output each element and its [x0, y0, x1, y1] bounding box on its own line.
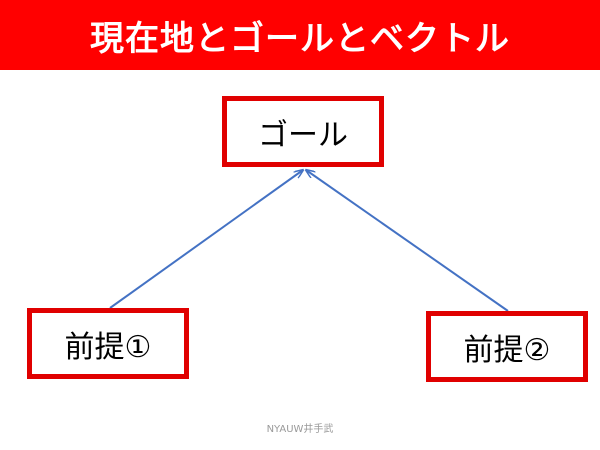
title-bar: 現在地とゴールとベクトル — [0, 0, 600, 70]
footer-credit: NYAUW井手武 — [266, 424, 334, 435]
slide-title: 現在地とゴールとベクトル — [90, 18, 510, 59]
premise-2-label: 前提② — [463, 332, 551, 368]
premise-1-label: 前提① — [64, 329, 152, 365]
arrow-premise1-to-goal — [109, 170, 303, 309]
premise-1-box: 前提① — [27, 308, 189, 379]
goal-box: ゴール — [222, 96, 384, 167]
goal-label: ゴール — [258, 117, 348, 153]
arrow-premise2-to-goal — [306, 170, 509, 312]
premise-2-box: 前提② — [426, 311, 588, 382]
